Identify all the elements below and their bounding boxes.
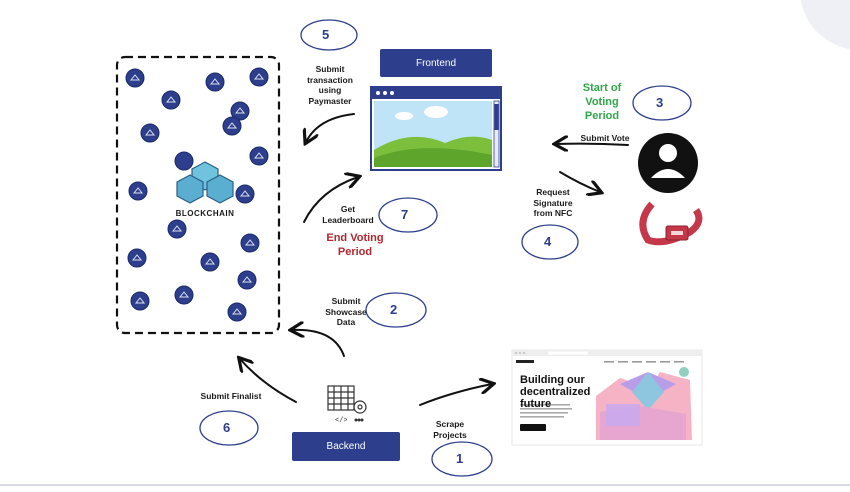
step-circle-1	[431, 441, 493, 477]
website-headline: Building our decentralized future	[520, 374, 591, 411]
token-icon	[130, 291, 150, 311]
token-icon	[174, 285, 194, 305]
token-icon	[235, 184, 255, 204]
label-request-signature: Request Signature from NFC	[533, 187, 573, 219]
token-icon	[230, 101, 250, 121]
label-submit-vote: Submit Vote	[580, 133, 630, 143]
step-circles	[199, 19, 692, 477]
step-circle-3	[632, 85, 692, 121]
token-icon	[237, 270, 257, 290]
step-circle-6	[199, 410, 259, 446]
arrow-backend-to-website	[419, 384, 492, 406]
arrow-frontend-to-blockchain	[306, 113, 355, 142]
step-circle-5	[300, 19, 358, 51]
label-submit-transaction: Submit transaction using Paymaster	[307, 64, 353, 106]
step-number-1: 1	[456, 451, 464, 466]
token-icon	[167, 219, 187, 239]
nfc-wristband-icon	[639, 201, 703, 246]
token-icon	[140, 123, 160, 143]
token-icon	[205, 72, 225, 92]
arrow-frontend-to-nfc	[559, 171, 600, 192]
bottom-divider	[0, 484, 850, 486]
step-number-7: 7	[401, 207, 409, 222]
label-get-leaderboard: Get Leaderboard	[322, 204, 374, 225]
step-number-3: 3	[656, 95, 664, 110]
step-circle-7	[378, 197, 438, 233]
arrow-vote-to-frontend	[556, 144, 629, 145]
website-screenshot	[511, 349, 703, 446]
label-submit-showcase-data: Submit Showcase Data	[325, 296, 367, 328]
arrow-backend-to-blockchain	[292, 330, 345, 357]
step-number-2: 2	[390, 302, 398, 317]
arrow-blockchain-to-frontend	[303, 177, 358, 223]
label-start-voting-period: Start of Voting Period	[582, 82, 622, 122]
token-icon	[249, 67, 269, 87]
token-coins	[125, 67, 269, 322]
step-number-5: 5	[322, 27, 330, 42]
token-icon	[128, 181, 148, 201]
label-scrape-projects: Scrape Projects	[433, 419, 467, 440]
token-icon	[125, 68, 145, 88]
server-icon: </>	[327, 385, 367, 425]
backend-node: Backend	[292, 432, 400, 461]
browser-window	[370, 86, 502, 171]
step-circle-2	[365, 292, 427, 328]
label-submit-finalist: Submit Finalist	[200, 391, 262, 401]
step-circle-4	[521, 224, 579, 260]
token-icon	[127, 248, 147, 268]
token-icon	[161, 90, 181, 110]
user-avatar-icon	[638, 133, 698, 193]
blockchain-label: BLOCKCHAIN	[175, 209, 235, 218]
step-number-6: 6	[223, 420, 231, 435]
blockchain-icon	[176, 161, 234, 204]
token-icon	[200, 252, 220, 272]
flow-arrows	[240, 113, 629, 406]
token-icon	[174, 151, 194, 171]
svg-text:</>: </>	[335, 417, 348, 425]
label-end-voting-period: End Voting Period	[326, 232, 384, 258]
blockchain-container	[115, 55, 281, 335]
arrow-finalist-to-blockchain	[240, 359, 297, 403]
token-icon	[249, 146, 269, 166]
frontend-node: Frontend	[380, 49, 492, 77]
token-icon	[222, 116, 242, 136]
step-number-4: 4	[544, 234, 552, 249]
token-icon	[227, 302, 247, 322]
token-icon	[240, 233, 260, 253]
